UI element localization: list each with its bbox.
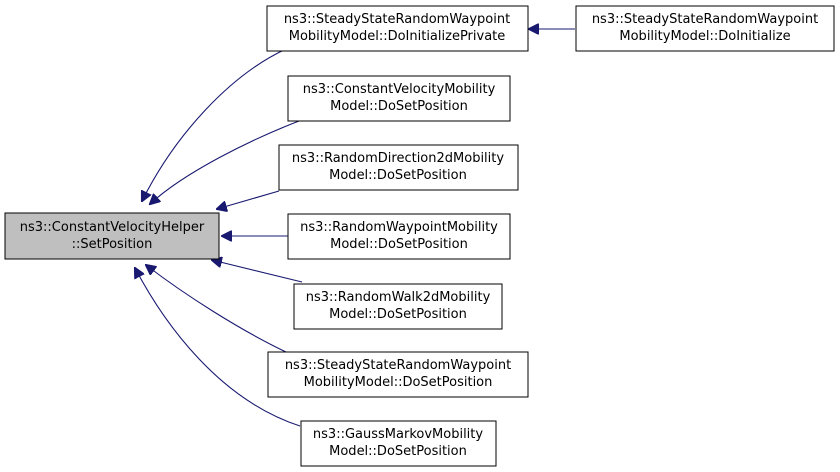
node-label-line2: MobilityModel::DoInitialize (619, 29, 790, 44)
node-label-line1: ns3::SteadyStateRandomWaypoint (284, 12, 510, 27)
edge-ssrw-set-to-root (146, 265, 287, 353)
edge-cv-to-root (150, 120, 300, 204)
node-random-direction-2d-do-set-position[interactable]: ns3::RandomDirection2dMobility Model::Do… (278, 144, 519, 191)
node-ssrw-do-initialize[interactable]: ns3::SteadyStateRandomWaypoint MobilityM… (575, 5, 835, 52)
node-label-line2: Model::DoSetPosition (329, 168, 467, 183)
edge-rd2d-to-root (217, 190, 280, 209)
node-label-line1: ns3::ConstantVelocityHelper (20, 220, 205, 235)
node-label-line2: ::SetPosition (72, 237, 153, 252)
node-label-line2: Model::DoSetPosition (330, 99, 468, 114)
node-random-walk-2d-do-set-position[interactable]: ns3::RandomWalk2dMobility Model::DoSetPo… (293, 283, 503, 330)
node-label-line2: Model::DoSetPosition (330, 237, 468, 252)
node-ssrw-do-set-position[interactable]: ns3::SteadyStateRandomWaypoint MobilityM… (267, 351, 529, 398)
edge-rw2d-to-root (212, 260, 303, 283)
edge-ssrw-private-to-root (142, 48, 287, 201)
node-label-line1: ns3::ConstantVelocityMobility (303, 82, 496, 97)
node-label-line1: ns3::GaussMarkovMobility (313, 427, 483, 442)
node-label-line1: ns3::RandomWalk2dMobility (306, 290, 491, 305)
node-random-waypoint-do-set-position[interactable]: ns3::RandomWaypointMobility Model::DoSet… (287, 213, 511, 260)
node-label-line2: Model::DoSetPosition (329, 307, 467, 322)
node-label-line2: Model::DoSetPosition (329, 444, 467, 459)
node-label-line2: MobilityModel::DoSetPosition (304, 375, 493, 390)
node-label-line1: ns3::RandomWaypointMobility (300, 220, 498, 235)
node-label-line2: MobilityModel::DoInitializePrivate (289, 29, 506, 44)
node-constant-velocity-do-set-position[interactable]: ns3::ConstantVelocityMobility Model::DoS… (287, 75, 511, 122)
node-label-line1: ns3::SteadyStateRandomWaypoint (592, 12, 818, 27)
node-label-line1: ns3::RandomDirection2dMobility (292, 151, 504, 166)
node-ssrw-do-initialize-private[interactable]: ns3::SteadyStateRandomWaypoint MobilityM… (266, 5, 529, 52)
node-label-line1: ns3::SteadyStateRandomWaypoint (285, 358, 511, 373)
node-gauss-markov-do-set-position[interactable]: ns3::GaussMarkovMobility Model::DoSetPos… (300, 420, 497, 467)
node-constant-velocity-helper-set-position: ns3::ConstantVelocityHelper ::SetPositio… (4, 212, 220, 260)
edge-gm-to-root (135, 268, 301, 427)
